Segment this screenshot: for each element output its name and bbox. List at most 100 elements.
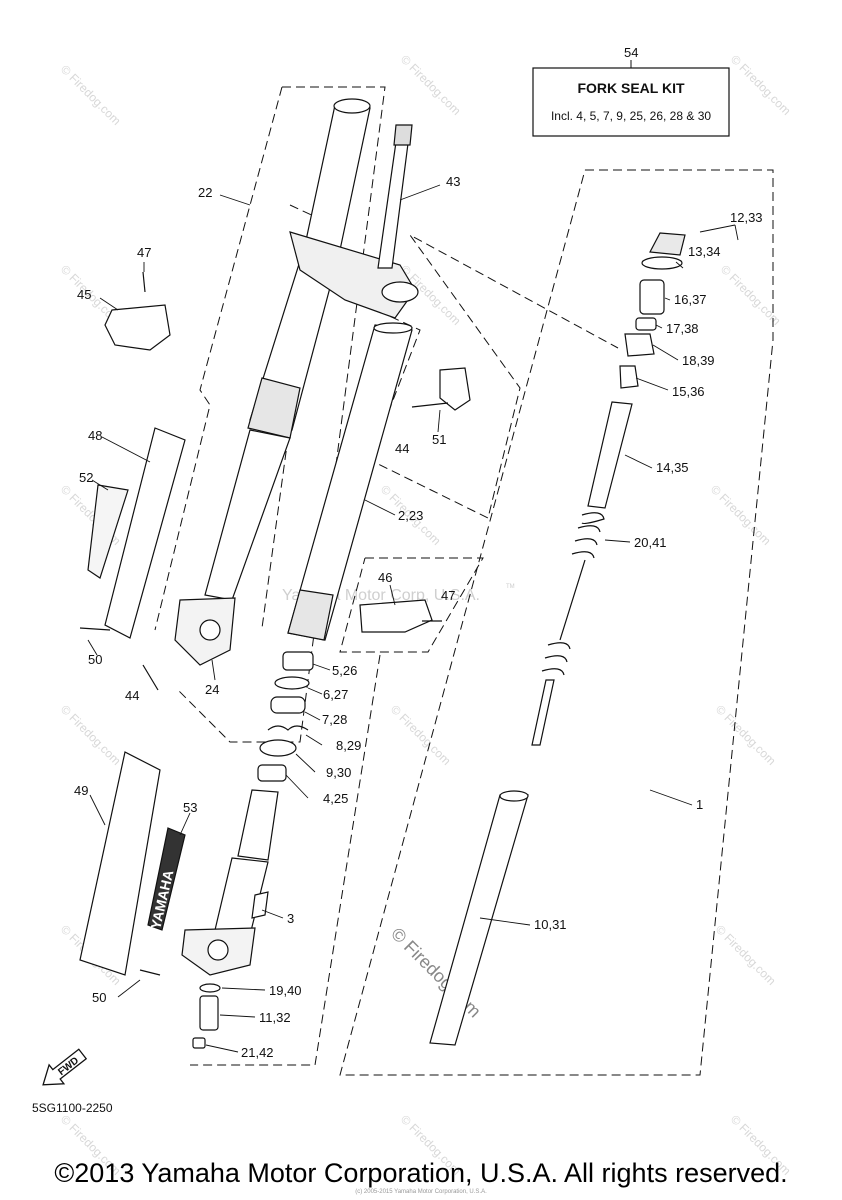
leader-10: [479, 917, 531, 926]
callout-53: 53: [183, 800, 197, 815]
leader-48: [101, 436, 151, 463]
leader-14: [624, 454, 653, 469]
part-21-42: [192, 1037, 206, 1049]
callout-14-35: 14,35: [656, 460, 689, 475]
leader-19: [221, 987, 266, 991]
part-9-30: [259, 739, 297, 757]
part-11-32: [199, 995, 219, 1031]
leader-24: [211, 659, 216, 681]
outer-tube-top: [304, 104, 371, 251]
firedog-watermark-small: © Firedog.com: [58, 62, 124, 128]
firedog-watermark-small: © Firedog.com: [58, 702, 124, 768]
axle-hole: [199, 619, 221, 641]
callout-8-29: 8,29: [336, 738, 361, 753]
part-15-36: [619, 365, 639, 389]
callout-12-33: 12,33: [730, 210, 763, 225]
callout-7-28: 7,28: [322, 712, 347, 727]
bolt-50: [79, 627, 111, 631]
leader-1: [649, 789, 693, 806]
firedog-watermark-small: © Firedog.com: [388, 702, 454, 768]
leader-43: [399, 184, 441, 201]
callout-24: 24: [205, 682, 219, 697]
leader-21: [205, 1044, 239, 1053]
callout-19-40: 19,40: [269, 983, 302, 998]
callout-1: 1: [696, 797, 703, 812]
part-13-34: [641, 256, 683, 270]
leader-8: [305, 734, 323, 746]
part-53-decal: [147, 827, 186, 931]
steering-hole: [381, 281, 419, 303]
callout-16-37: 16,37: [674, 292, 707, 307]
callout-4-25: 4,25: [323, 791, 348, 806]
callout-2-23: 2,23: [398, 508, 423, 523]
leader-17: [655, 324, 663, 329]
leader-lines: [87, 184, 739, 1053]
outline-outer-tube-left: [154, 86, 283, 631]
leader-9: [295, 753, 316, 773]
bolt-44: [411, 402, 449, 408]
lower-leg-3: [181, 789, 279, 976]
callout-18-39: 18,39: [682, 353, 715, 368]
callout-43-label: 43: [446, 174, 460, 189]
leader-53: [179, 812, 191, 836]
callout-52: 52: [79, 470, 93, 485]
leader-5: [312, 663, 331, 671]
firedog-watermark-small: © Firedog.com: [398, 52, 464, 118]
part-20-41-spring-top: [571, 512, 605, 559]
firedog-watermark-small: © Firedog.com: [728, 52, 794, 118]
callout-54: 54: [624, 45, 638, 60]
fwd-arrow-icon: [42, 1048, 88, 1086]
callout-15-36: 15,36: [672, 384, 705, 399]
callout-22: 22: [198, 185, 212, 200]
firedog-watermark-small: © Firedog.com: [713, 922, 779, 988]
callout-48: 48: [88, 428, 102, 443]
leader-15: [635, 377, 669, 391]
part-17-38: [635, 317, 657, 331]
bolt-44b: [142, 664, 159, 691]
spring-bottom: [541, 642, 571, 676]
fork-guards: [79, 427, 186, 976]
seal-stack: [257, 651, 314, 782]
fork-seal-kit-box: [532, 67, 730, 137]
leader-50b: [117, 979, 141, 998]
callout-6-27: 6,27: [323, 687, 348, 702]
firedog-watermark-small: © Firedog.com: [718, 262, 784, 328]
yamaha-decal-text: YAMAHA: [147, 868, 176, 930]
part-49-guard: [79, 751, 161, 976]
callout-10-31: 10,31: [534, 917, 567, 932]
part-45-clamp: [104, 304, 171, 351]
leader-51: [437, 409, 441, 433]
firedog-watermark-small: © Firedog.com: [708, 482, 774, 548]
brackets: [79, 271, 471, 976]
leader-22: [219, 194, 251, 206]
callout-20-41: 20,41: [634, 535, 667, 550]
part-52-decal: [87, 484, 129, 579]
leader-45: [99, 297, 119, 311]
callout-50b: 50: [92, 990, 106, 1005]
leader-11: [219, 1014, 256, 1018]
part-46-clamp: [359, 599, 433, 633]
part-12-33: [649, 232, 686, 256]
damper-rod: [559, 559, 586, 641]
inner-tube-assembly: [287, 322, 413, 641]
callout-49: 49: [74, 783, 88, 798]
leader-46: [389, 584, 396, 606]
callout-3: 3: [287, 911, 294, 926]
part-48-guard: [104, 427, 186, 639]
steering-stem-43: [377, 124, 413, 269]
outer-tube-assembly: [174, 98, 419, 666]
fwd-arrow: FWD: [42, 1048, 88, 1086]
callout-50a: 50: [88, 652, 102, 667]
trademark-mark: TM: [506, 584, 515, 590]
leader-2: [364, 499, 396, 516]
leader-12b: [734, 224, 739, 241]
callout-44b: 44: [125, 688, 139, 703]
firedog-watermark-small: © Firedog.com: [713, 702, 779, 768]
part-14-35: [587, 401, 633, 509]
outline-lower-group: [190, 654, 381, 1066]
leader-20: [604, 539, 631, 543]
damper-rod-lower: [531, 679, 555, 746]
bolt-50b: [139, 969, 161, 976]
callout-labels: 22 22 43 47 45 12,33 13,34 16,37 17,38 1…: [74, 174, 763, 1060]
